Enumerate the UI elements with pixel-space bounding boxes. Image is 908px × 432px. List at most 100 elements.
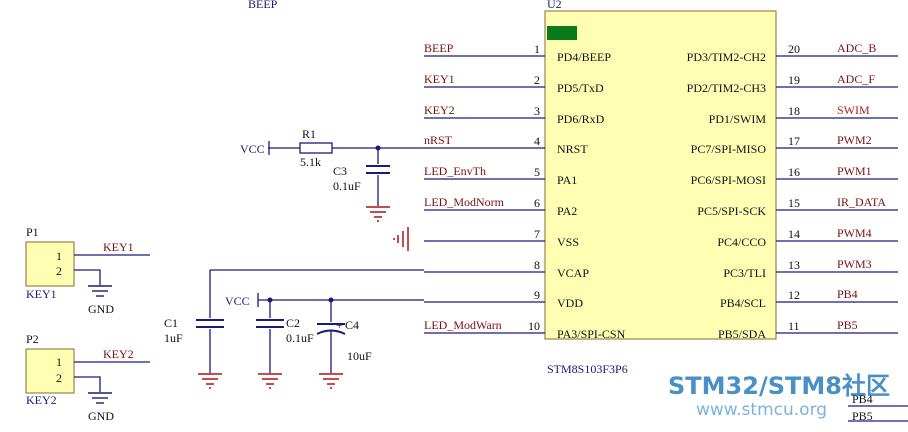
left-pin-number: 3 xyxy=(534,104,540,118)
right-pin-name: PD1/SWIM xyxy=(709,112,767,126)
p1-ref: P1 xyxy=(26,225,39,239)
left-pin-name: PD6/RxD xyxy=(557,112,605,126)
right-net-label: ADC_F xyxy=(837,72,875,86)
p2-name: KEY2 xyxy=(26,393,57,407)
left-pin-number: 7 xyxy=(534,227,540,241)
chip-pins: 1PD4/BEEPBEEP2PD5/TxDKEY13PD6/RxDKEY24NR… xyxy=(424,41,898,341)
ground-icon xyxy=(366,206,390,222)
c4-plus-sign: + xyxy=(336,318,343,332)
right-pin-name: PD3/TIM2-CH2 xyxy=(687,50,766,64)
pb5-bottom-label: PB5 xyxy=(852,409,873,423)
p1-body xyxy=(25,241,75,287)
right-net-label: ADC_B xyxy=(837,41,876,55)
right-net-label: PWM3 xyxy=(837,257,872,271)
p2-ref: P2 xyxy=(26,332,39,346)
right-pin-name: PC5/SPI-SCK xyxy=(697,204,766,218)
chip-part: STM8S103F3P6 xyxy=(547,362,628,376)
left-pin-name: VSS xyxy=(557,235,579,249)
left-pin-number: 10 xyxy=(528,319,540,333)
right-pin-name: PB4/SCL xyxy=(720,296,766,310)
p1-name: KEY1 xyxy=(26,287,57,301)
c4-ref: C4 xyxy=(345,318,359,332)
right-pin-name: PC7/SPI-MISO xyxy=(691,142,767,156)
right-pin-number: 11 xyxy=(788,319,800,333)
left-pin-name: PA2 xyxy=(557,204,577,218)
right-net-label: PWM2 xyxy=(837,133,872,147)
p2-pin1: 1 xyxy=(56,355,62,369)
p2-gnd-wire xyxy=(74,376,101,392)
right-pin-number: 18 xyxy=(788,104,800,118)
c4-value: 10uF xyxy=(347,349,372,363)
p2-body xyxy=(25,348,75,394)
left-pin-name: PA3/SPI-CSN xyxy=(557,327,626,341)
right-pin-number: 20 xyxy=(788,42,800,56)
c2-ref: C2 xyxy=(286,316,300,330)
r1-ref: R1 xyxy=(302,127,316,141)
right-pin-name: PC4/CCO xyxy=(717,235,766,249)
left-net-label: LED_ModWarn xyxy=(424,318,502,332)
right-net-label: PB5 xyxy=(837,318,858,332)
p2-net-label: KEY2 xyxy=(103,347,134,361)
watermark-url: www.stmcu.org xyxy=(696,400,827,420)
right-pin-number: 14 xyxy=(788,227,800,241)
left-pin-name: PD5/TxD xyxy=(557,81,604,95)
c3-value: 0.1uF xyxy=(333,179,361,193)
left-net-label: LED_ModNorm xyxy=(424,195,505,209)
chip-body xyxy=(544,10,777,340)
c2-value: 0.1uF xyxy=(286,331,314,345)
ground-icon xyxy=(258,373,282,389)
left-pin-number: 2 xyxy=(534,73,540,87)
left-net-label: KEY1 xyxy=(424,72,455,86)
left-net-label: BEEP xyxy=(424,41,454,55)
left-pin-name: VDD xyxy=(557,296,583,310)
right-net-label: PWM4 xyxy=(837,226,872,240)
right-pin-number: 13 xyxy=(788,258,800,272)
right-pin-name: PD2/TIM2-CH3 xyxy=(687,81,766,95)
chip-ref: U2 xyxy=(547,0,562,11)
right-net-label: IR_DATA xyxy=(837,195,886,209)
pb4-bottom-label: PB4 xyxy=(852,392,873,406)
p1-gnd-label: GND xyxy=(88,302,114,316)
left-pin-number: 6 xyxy=(534,196,540,210)
left-net-label: KEY2 xyxy=(424,103,455,117)
left-pin-number: 8 xyxy=(534,258,540,272)
ground-icon xyxy=(88,392,112,404)
left-net-label: LED_EnvTh xyxy=(424,164,486,178)
left-pin-number: 9 xyxy=(534,288,540,302)
left-pin-name: VCAP xyxy=(557,266,589,280)
right-pin-number: 12 xyxy=(788,288,800,302)
right-pin-name: PC6/SPI-MOSI xyxy=(691,173,766,187)
p2-gnd-label: GND xyxy=(88,409,114,423)
left-pin-number: 4 xyxy=(534,134,540,148)
beep-top-label: BEEP xyxy=(248,0,278,11)
right-net-label: PWM1 xyxy=(837,164,872,178)
c1-value: 1uF xyxy=(164,331,183,345)
p1-gnd-wire xyxy=(74,269,101,285)
left-pin-name: PA1 xyxy=(557,173,577,187)
right-pin-name: PB5/SDA xyxy=(718,327,766,341)
ground-icon xyxy=(319,373,343,389)
right-pin-number: 19 xyxy=(788,73,800,87)
ground-icon xyxy=(198,373,222,389)
vcc-label-2: VCC xyxy=(225,294,250,308)
c3-ref: C3 xyxy=(333,164,347,178)
p1-net-label: KEY1 xyxy=(103,240,134,254)
left-pin-name: PD4/BEEP xyxy=(557,50,611,64)
left-pin-number: 5 xyxy=(534,165,540,179)
right-pin-number: 15 xyxy=(788,196,800,210)
right-net-label: PB4 xyxy=(837,287,858,301)
p1-pin2: 2 xyxy=(56,264,62,278)
p2-pin2: 2 xyxy=(56,371,62,385)
pin1-marker xyxy=(547,26,577,40)
left-net-label: nRST xyxy=(424,133,453,147)
c4-plate-bottom xyxy=(316,329,346,335)
r1-value: 5.1k xyxy=(300,155,321,169)
r1-body xyxy=(299,142,333,154)
ground-icon xyxy=(88,285,112,297)
right-pin-name: PC3/TLI xyxy=(723,266,766,280)
watermark-title: STM32/STM8社区 xyxy=(668,372,890,400)
vcc-label-1: VCC xyxy=(240,142,265,156)
right-net-label: SWIM xyxy=(837,103,870,117)
left-pin-name: NRST xyxy=(557,142,588,156)
